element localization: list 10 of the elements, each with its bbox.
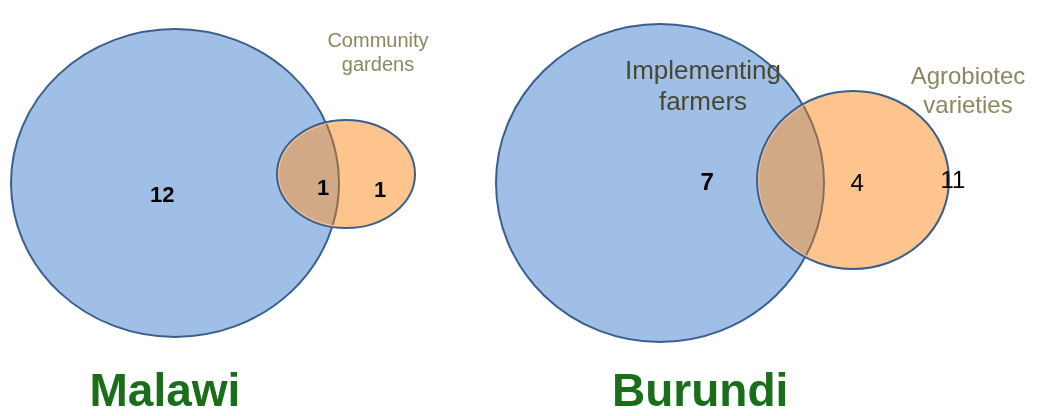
set-label: Agrobiotec varieties — [909, 62, 1027, 120]
country-title: Burundi — [612, 367, 789, 413]
count-label: 4 — [850, 171, 864, 195]
count-label: 12 — [150, 184, 175, 206]
count-label: 1 — [317, 177, 330, 199]
set-label: Community gardens — [326, 28, 430, 76]
count-label: 7 — [700, 170, 714, 194]
country-title: Malawi — [89, 367, 241, 413]
set-label: Implementing farmers — [623, 55, 783, 118]
count-label: 1 — [374, 179, 387, 201]
